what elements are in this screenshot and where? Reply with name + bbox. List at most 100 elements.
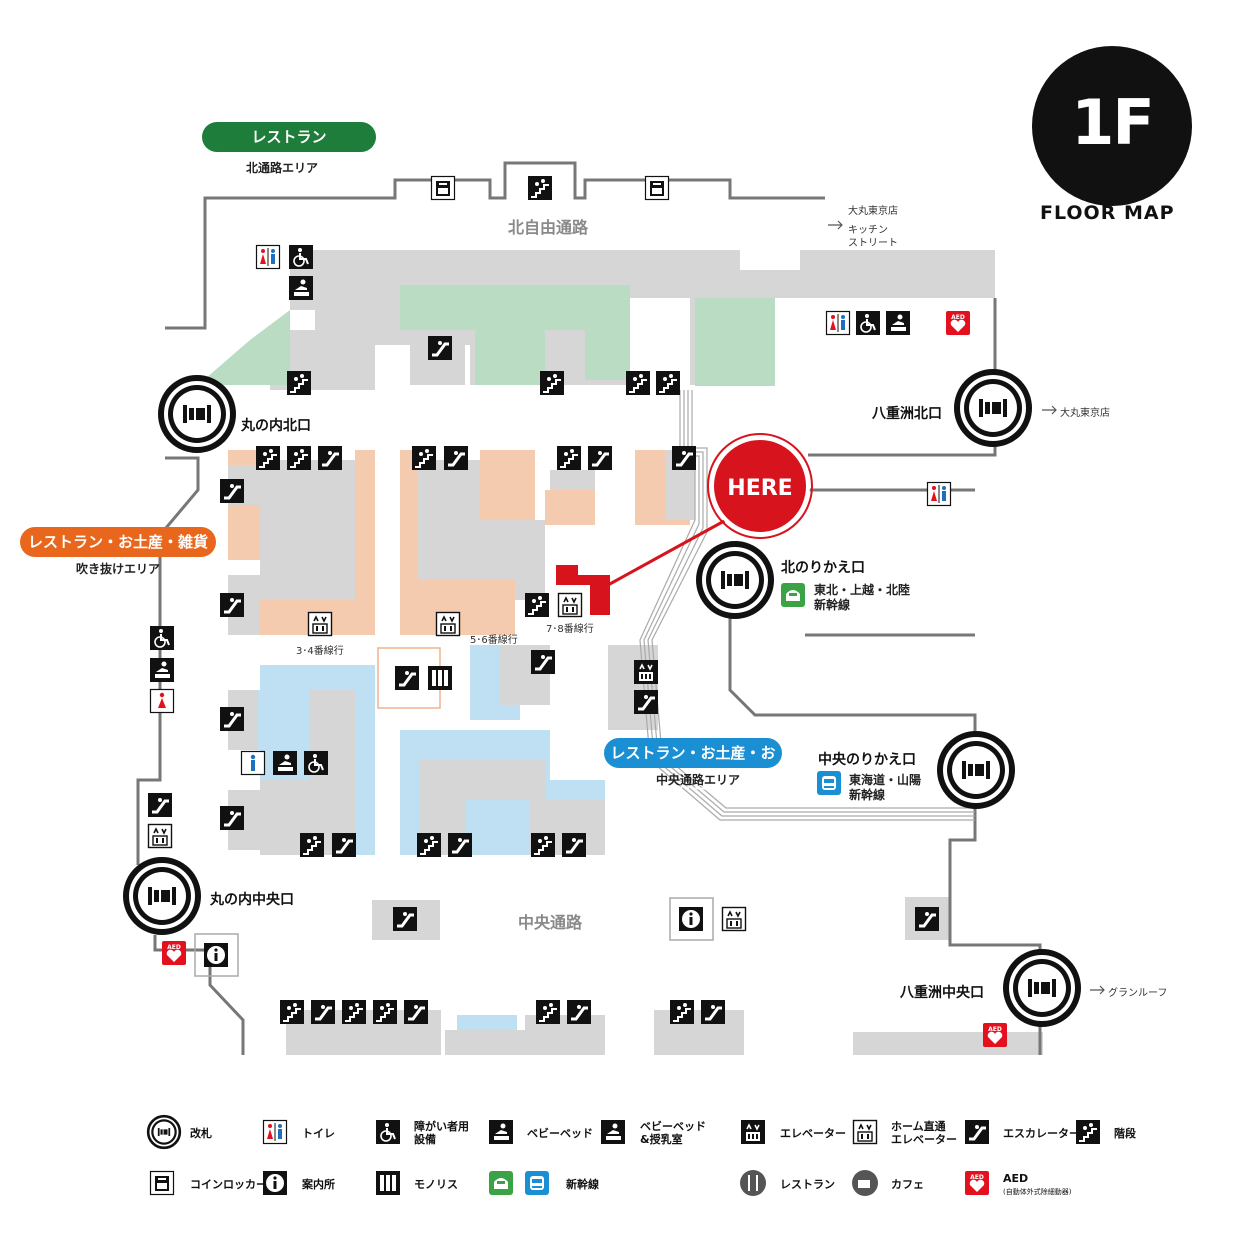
information-icon — [679, 907, 703, 931]
ticket-gate-icon — [699, 544, 771, 616]
floor-label: 1F — [1071, 86, 1155, 159]
area-pill-central: レストラン・お土産・お弁当 — [604, 738, 782, 792]
escalator-icon — [670, 444, 698, 472]
stairs-icon — [255, 445, 281, 471]
shinkansen-central-line2: 新幹線 — [849, 788, 886, 802]
baby-bed-icon — [489, 1120, 513, 1144]
stairs-icon — [530, 832, 556, 858]
stairs-icon — [286, 370, 312, 396]
area-pill-atrium: レストラン・お土産・雑貨 — [20, 527, 216, 557]
escalator-icon — [426, 334, 454, 362]
wheelchair-icon — [375, 1119, 401, 1145]
escalator-icon — [218, 705, 246, 733]
area-sub-north: 北通路エリア — [246, 161, 319, 175]
here-marker: HERE — [556, 433, 813, 615]
gate-marunouchi-north: 丸の内北口 — [241, 418, 311, 434]
wheelchair-icon — [149, 625, 175, 651]
legend-label-info: 案内所 — [302, 1178, 335, 1191]
escalator-icon — [442, 444, 470, 472]
legend-label-stairs: 階段 — [1114, 1127, 1136, 1140]
elevator-icon — [633, 659, 659, 685]
direction-kitchen-street-2: ストリート — [848, 238, 898, 249]
escalator-icon — [218, 591, 246, 619]
stairs-icon — [669, 999, 695, 1025]
escalator-icon — [393, 664, 421, 692]
legend-label-nursing: ベビーベッド &授乳室 — [640, 1120, 706, 1146]
escalator-icon — [963, 1118, 991, 1146]
escalator-icon — [330, 831, 358, 859]
stairs-icon — [372, 999, 398, 1025]
green-area — [198, 285, 775, 386]
baby-bed-icon — [150, 658, 174, 682]
escalator-icon — [309, 998, 337, 1026]
gate-central-transfer: 中央のりかえ口 — [818, 752, 916, 768]
legend-label-elevator: エレベーター — [780, 1127, 846, 1140]
direction-kitchen-street-1: キッチン — [848, 225, 888, 236]
escalator-icon — [446, 831, 474, 859]
legend-label-gate: 改札 — [190, 1127, 212, 1140]
legend-label-escalator: エスカレーター — [1003, 1127, 1080, 1140]
toilet-icon — [825, 310, 851, 336]
stairs-icon — [416, 832, 442, 858]
coin-locker-icon — [149, 1170, 175, 1196]
shinkansen-north-line2: 新幹線 — [814, 598, 851, 612]
legend-label-shinkansen: 新幹線 — [566, 1178, 599, 1191]
stairs-icon — [556, 445, 582, 471]
legend-label-platform-elevator: ホーム直通 エレベーター — [891, 1120, 957, 1146]
toilet-icon — [255, 244, 281, 270]
gate-north-transfer: 北のりかえ口 — [781, 560, 865, 576]
ticket-gate-icon — [1006, 952, 1078, 1024]
toilet-icon — [262, 1119, 288, 1145]
platform-7-8: 7･8番線行 — [546, 624, 594, 635]
floor-title: FLOOR MAP — [1040, 202, 1175, 224]
floor-badge: 1F — [1032, 46, 1192, 206]
shinkansen-central-line1: 東海道・山陽 — [849, 773, 922, 787]
direction-daimaru-top: 大丸東京店 — [848, 206, 898, 217]
legend-label-restaurant: レストラン — [780, 1178, 835, 1191]
escalator-icon — [699, 998, 727, 1026]
direction-arrows — [828, 220, 1105, 995]
escalator-icon — [146, 791, 174, 819]
ticket-gate-icon — [940, 734, 1012, 806]
wheelchair-icon — [855, 310, 881, 336]
escalator-icon — [218, 804, 246, 832]
shinkansen-icon — [489, 1171, 513, 1195]
baby-bed-icon — [289, 276, 313, 300]
platform-elevator-icon — [435, 611, 461, 637]
corridor-central-label: 中央通路 — [518, 913, 583, 932]
baby-nursing-icon — [601, 1120, 625, 1144]
corridor-north-label: 北自由通路 — [508, 218, 589, 237]
toilet-icon — [240, 750, 266, 776]
escalator-icon — [913, 905, 941, 933]
gate-yaesu-central: 八重洲中央口 — [900, 985, 984, 1001]
coin-locker-icon — [430, 175, 456, 201]
wheelchair-icon — [303, 750, 329, 776]
ticket-gate-icon — [161, 378, 233, 450]
ticket-gate-icon — [126, 860, 198, 932]
platform-elevator-icon — [721, 906, 747, 932]
wheelchair-icon — [288, 244, 314, 270]
area-pill-north-restaurant: レストラン — [202, 122, 376, 152]
coin-locker-icon — [644, 175, 670, 201]
shinkansen-icon — [781, 583, 805, 607]
legend-label-locker: コインロッカー — [190, 1178, 267, 1191]
platform-elevator-icon — [307, 611, 333, 637]
elevator-icon — [740, 1119, 766, 1145]
stairs-icon — [286, 445, 312, 471]
legend-label-aed: AED — [1003, 1172, 1029, 1185]
stairs-icon — [527, 175, 553, 201]
map-icons — [146, 175, 1007, 1047]
area-sub-central: 中央通路エリア — [656, 773, 741, 787]
shinkansen-icon — [817, 771, 841, 795]
gate-marunouchi-central: 丸の内中央口 — [210, 892, 294, 908]
toilet-icon — [926, 481, 952, 507]
legend-label-aed-sub: (自動体外式除細動器) — [1003, 1188, 1072, 1196]
platform-elevator-icon — [557, 592, 583, 618]
area-sub-atrium: 吹き抜けエリア — [76, 562, 161, 576]
legend-label-toilet: トイレ — [302, 1127, 335, 1140]
escalator-icon — [632, 688, 660, 716]
legend-label-baby-bed: ベビーベッド — [527, 1127, 593, 1140]
monolith-icon — [376, 1171, 400, 1195]
aed-icon — [946, 311, 970, 335]
